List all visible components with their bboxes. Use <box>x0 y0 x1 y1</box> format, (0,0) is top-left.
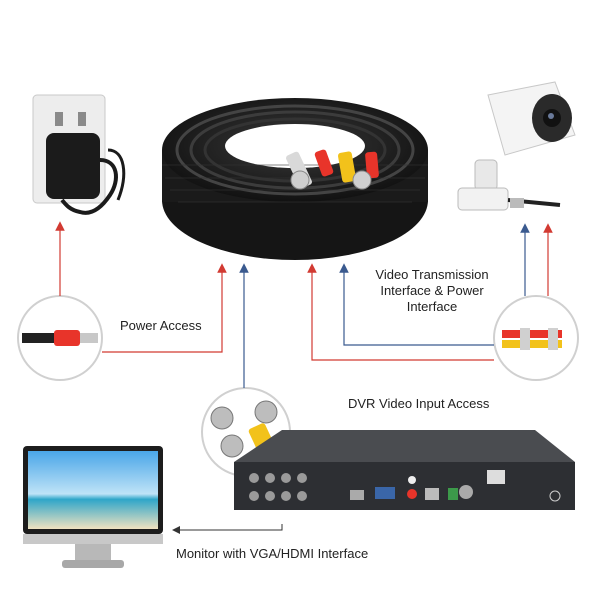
coax-cable-icon <box>162 98 428 260</box>
bnc-connector-icon <box>493 295 579 381</box>
power-connection-lines <box>55 221 553 361</box>
security-camera-icon <box>457 81 576 211</box>
dvr-input-label: DVR Video Input Access <box>348 396 490 411</box>
power-access-label: Power Access <box>120 318 202 333</box>
dvr-recorder-icon <box>234 430 575 510</box>
monitor-connection-line <box>172 524 283 534</box>
power-adapter-icon <box>32 94 126 215</box>
monitor-label: Monitor with VGA/HDMI Interface <box>176 546 369 561</box>
dc-plug-icon <box>17 295 103 381</box>
video-transmission-label: Video Transmission Interface & Power Int… <box>375 267 489 314</box>
monitor-icon <box>23 446 163 568</box>
video-connection-lines <box>239 223 530 388</box>
